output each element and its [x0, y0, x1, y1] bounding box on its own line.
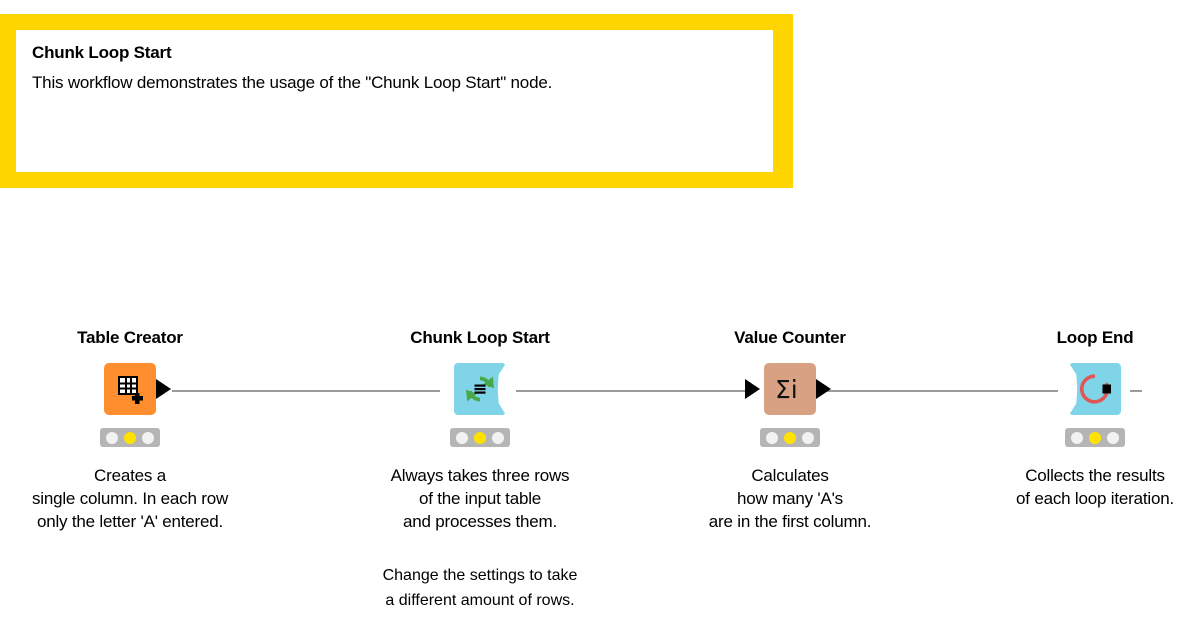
node-title-value-counter: Value Counter [734, 328, 846, 347]
node-title-table-creator: Table Creator [77, 328, 183, 347]
sigma-i-icon: Σi [773, 372, 807, 406]
connector-chunk-loop-start-to-value-counter[interactable] [516, 390, 756, 392]
status-led-executed [492, 431, 504, 444]
node-body-loop-end[interactable] [965, 361, 1200, 417]
status-bar-value-counter [760, 428, 820, 447]
node-caption-loop-end: Collects the results of each loop iterat… [1016, 466, 1174, 508]
status-led-idle [1071, 431, 1083, 444]
input-port-loop-end[interactable] [1050, 379, 1065, 399]
status-bar-loop-end [1065, 428, 1125, 447]
loop-start-icon [463, 372, 497, 406]
node-title-loop-end: Loop End [1056, 328, 1134, 347]
annotation-title: Chunk Loop Start [32, 43, 172, 62]
node-table-creator[interactable]: Table Creator [0, 328, 260, 533]
node-loop-end[interactable]: Loop End Collects the results of each lo… [965, 328, 1200, 510]
svg-text:Σi: Σi [775, 375, 798, 404]
annotation-body: This workflow demonstrates the usage of … [32, 73, 553, 92]
connector-value-counter-to-loop-end[interactable] [826, 390, 1058, 392]
node-caption-table-creator: Creates a single column. In each row onl… [31, 466, 229, 531]
output-port-value-counter[interactable] [816, 379, 831, 399]
status-led-idle [106, 431, 118, 444]
status-bar-chunk-loop-start [450, 428, 510, 447]
node-chunk-loop-start[interactable]: Chunk Loop Start [350, 328, 610, 533]
connector-loop-end-output[interactable] [1130, 390, 1142, 392]
annotation-content: Chunk Loop Start This workflow demonstra… [16, 30, 773, 172]
status-led-executed [142, 431, 154, 444]
node-caption-value-counter: Calculates how many 'A's are in the firs… [708, 466, 872, 531]
status-led-executed [802, 431, 814, 444]
node-body-chunk-loop-start[interactable] [350, 361, 610, 417]
connector-table-creator-to-chunk-loop-start[interactable] [172, 390, 440, 392]
extra-note-chunk-loop-start: Change the settings to take a different … [382, 567, 578, 609]
node-icon-container-table-creator[interactable] [104, 363, 171, 415]
node-icon-container-chunk-loop-start[interactable] [454, 363, 506, 415]
status-led-configured [474, 431, 486, 444]
node-body-value-counter[interactable]: Σi [660, 361, 920, 417]
output-port-table-creator[interactable] [156, 379, 171, 399]
node-title-chunk-loop-start: Chunk Loop Start [410, 328, 550, 347]
status-led-idle [766, 431, 778, 444]
status-bar-table-creator [100, 428, 160, 447]
input-port-value-counter[interactable] [745, 379, 760, 399]
output-port-chunk-loop-start[interactable] [502, 379, 506, 399]
table-grid-plus-icon [114, 373, 146, 405]
status-led-configured [124, 431, 136, 444]
input-port-chunk-loop-start[interactable] [435, 379, 450, 399]
loop-end-icon [1079, 373, 1111, 405]
node-icon-container-loop-end[interactable] [1069, 363, 1121, 415]
output-port-loop-end[interactable] [1121, 379, 1136, 399]
status-led-configured [1089, 431, 1101, 444]
status-led-executed [1107, 431, 1119, 444]
workflow-annotation-box[interactable]: Chunk Loop Start This workflow demonstra… [0, 14, 793, 188]
node-value-counter[interactable]: Value Counter Σi Calculates how many 'A'… [660, 328, 920, 533]
status-led-configured [784, 431, 796, 444]
node-icon-container-value-counter[interactable]: Σi [745, 363, 831, 415]
node-caption-chunk-loop-start: Always takes three rows of the input tab… [390, 466, 570, 531]
node-body-table-creator[interactable] [0, 361, 260, 417]
status-led-idle [456, 431, 468, 444]
